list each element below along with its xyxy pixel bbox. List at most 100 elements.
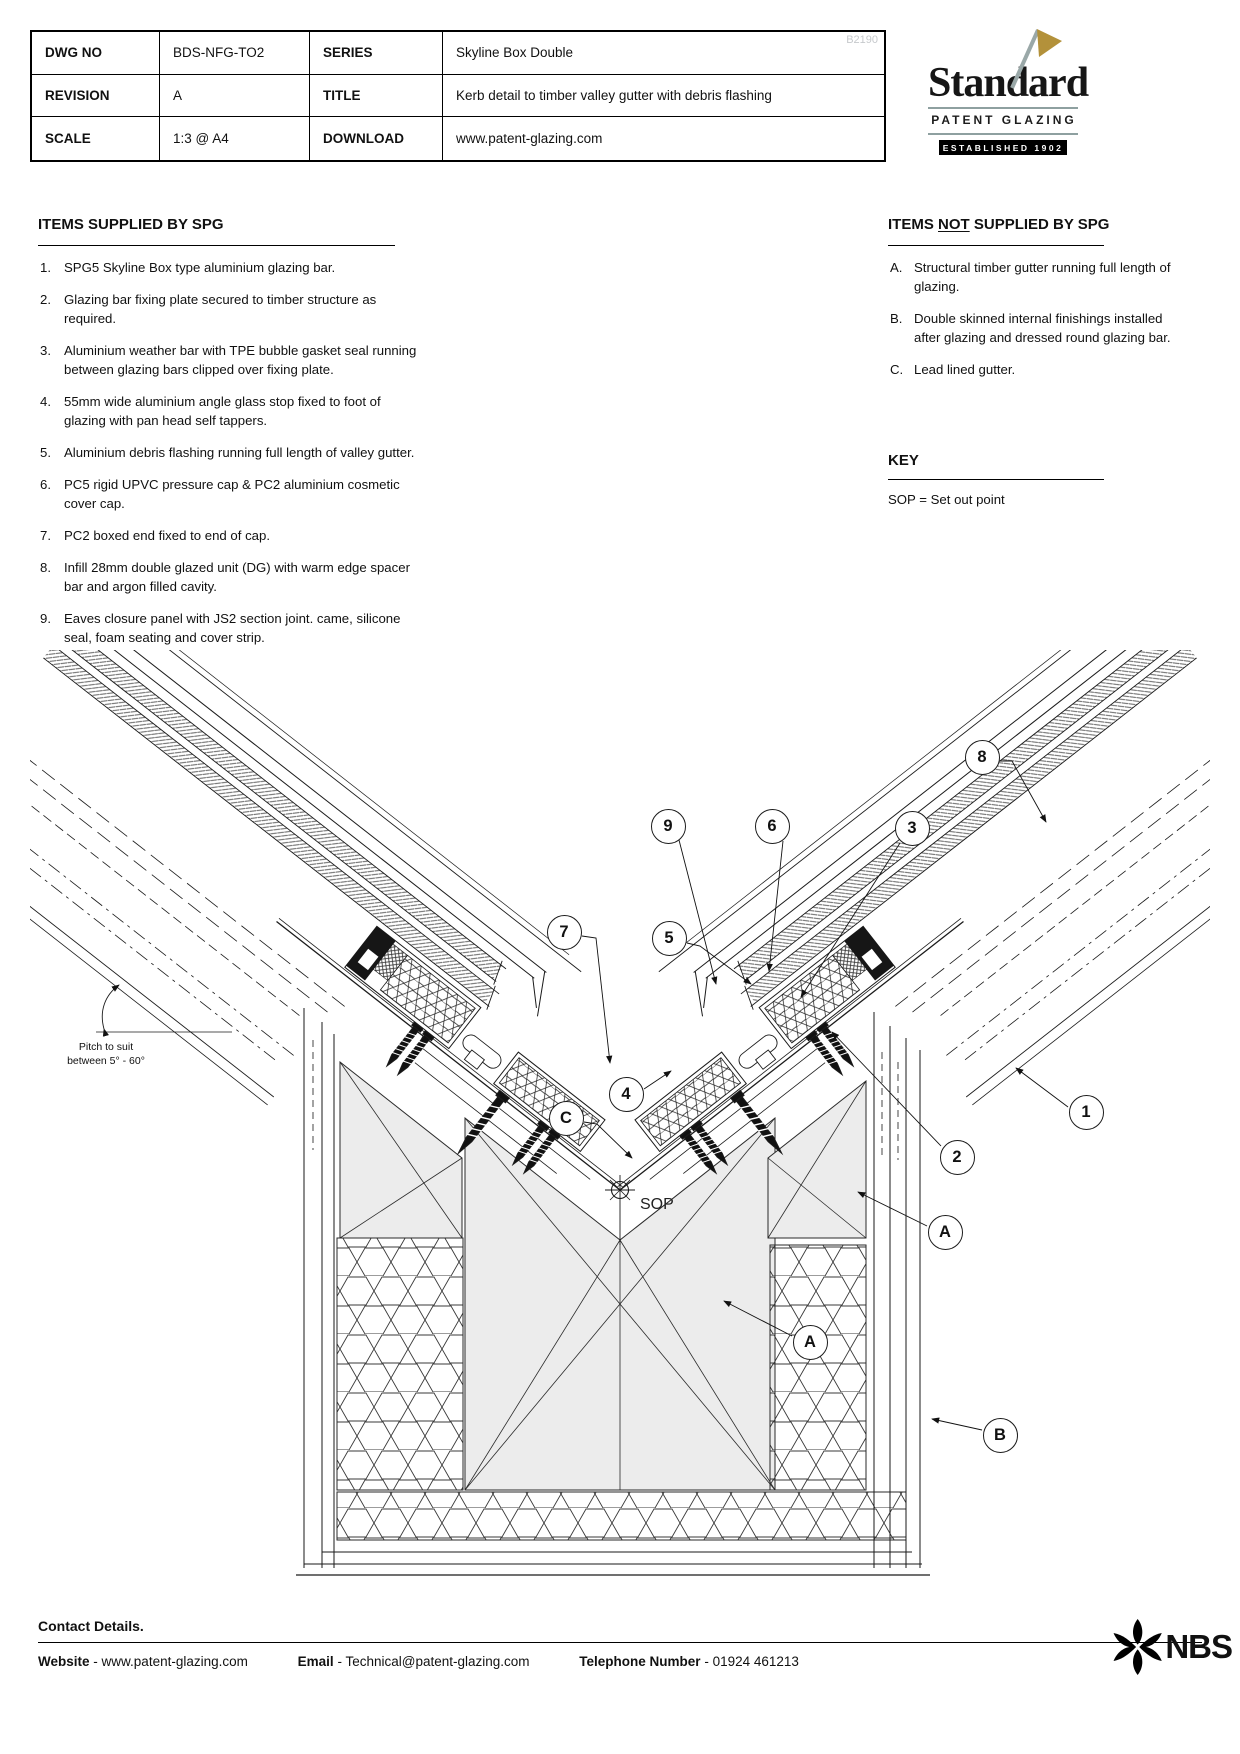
callout-9: 9 bbox=[650, 808, 686, 844]
dwg-no-label: DWG NO bbox=[32, 32, 160, 75]
nbs-logo: NBS bbox=[1112, 1608, 1233, 1686]
phone-number: 01924 461213 bbox=[712, 1654, 799, 1669]
item-number: 3. bbox=[40, 343, 51, 358]
dwg-no-value: BDS-NFG-TO2 bbox=[160, 32, 310, 75]
heading-not: NOT bbox=[938, 216, 970, 233]
callout-leaders bbox=[581, 760, 1069, 1431]
scale-label: SCALE bbox=[32, 117, 160, 160]
callout-B: B bbox=[982, 1417, 1018, 1453]
callout-5: 5 bbox=[651, 920, 687, 956]
key-heading: KEY bbox=[888, 452, 919, 469]
callout-8: 8 bbox=[964, 739, 1000, 775]
item-number: 6. bbox=[40, 477, 51, 492]
item-letter: B. bbox=[890, 311, 903, 326]
contact-info: Website - www.patent-glazing.com Email -… bbox=[38, 1654, 1118, 1669]
supplied-heading: ITEMS SUPPLIED BY SPG bbox=[38, 216, 224, 233]
contact-heading: Contact Details. bbox=[38, 1618, 144, 1634]
revision-value: A bbox=[160, 74, 310, 118]
supplied-list-item: 2. Glazing bar fixing plate secured to t… bbox=[40, 290, 418, 328]
right-glazing-slope bbox=[525, 650, 1210, 1308]
download-label: DOWNLOAD bbox=[310, 117, 443, 160]
title-label: TITLE bbox=[310, 74, 443, 118]
not-supplied-list: A. Structural timber gutter running full… bbox=[890, 258, 1190, 392]
heading-pre: ITEMS bbox=[888, 216, 939, 233]
item-text: Double skinned internal finishings insta… bbox=[914, 311, 1171, 345]
logo-established-badge: ESTABLISHED 1902 bbox=[939, 140, 1067, 155]
callout-7: 7 bbox=[546, 914, 582, 950]
callout-6: 6 bbox=[754, 808, 790, 844]
sop-marker bbox=[605, 1175, 635, 1245]
not-supplied-heading-rule bbox=[888, 245, 1104, 246]
company-logo: Standard PATENT GLAZING ESTABLISHED 1902 bbox=[928, 24, 1089, 155]
item-letter: A. bbox=[890, 260, 903, 275]
nbs-flower-icon bbox=[1113, 1619, 1162, 1675]
callout-C: C bbox=[548, 1100, 584, 1136]
scale-value: 1:3 @ A4 bbox=[160, 117, 310, 160]
callout-1: 1 bbox=[1068, 1094, 1104, 1130]
item-letter: C. bbox=[890, 362, 904, 377]
website-label: Website bbox=[38, 1654, 90, 1669]
item-text: Aluminium debris flashing running full l… bbox=[64, 445, 415, 460]
series-value: Skyline Box Double bbox=[443, 32, 884, 75]
separator: - bbox=[704, 1654, 709, 1669]
timber-gutter-structure bbox=[296, 1008, 930, 1576]
supplied-list-item: 6. PC5 rigid UPVC pressure cap & PC2 alu… bbox=[40, 475, 418, 513]
website-link[interactable]: www.patent-glazing.com bbox=[101, 1654, 248, 1669]
item-text: Structural timber gutter running full le… bbox=[914, 260, 1171, 294]
email-link[interactable]: Technical@patent-glazing.com bbox=[345, 1654, 530, 1669]
not-supplied-list-item: A. Structural timber gutter running full… bbox=[890, 258, 1190, 296]
supplied-list-item: 1. SPG5 Skyline Box type aluminium glazi… bbox=[40, 258, 418, 277]
item-text: Aluminium weather bar with TPE bubble ga… bbox=[64, 343, 417, 377]
callout-4: 4 bbox=[608, 1076, 644, 1112]
not-supplied-list-item: B. Double skinned internal finishings in… bbox=[890, 309, 1190, 347]
title-value: Kerb detail to timber valley gutter with… bbox=[443, 75, 884, 118]
pitch-note-line1: Pitch to suit bbox=[78, 1041, 134, 1053]
item-number: 1. bbox=[40, 260, 51, 275]
not-supplied-list-item: C. Lead lined gutter. bbox=[890, 360, 1190, 379]
supplied-list-item: 7. PC2 boxed end fixed to end of cap. bbox=[40, 526, 418, 545]
title-block-table: DWG NO BDS-NFG-TO2 SERIES Skyline Box Do… bbox=[30, 30, 886, 162]
supplied-heading-rule bbox=[38, 245, 395, 246]
heading-post: SUPPLIED BY SPG bbox=[969, 216, 1110, 233]
logo-subtitle: PATENT GLAZING bbox=[931, 113, 1077, 127]
supplied-list-item: 4. 55mm wide aluminium angle glass stop … bbox=[40, 392, 418, 430]
callout-2: 2 bbox=[939, 1139, 975, 1175]
item-text: PC2 boxed end fixed to end of cap. bbox=[64, 528, 271, 543]
sheet-watermark: B2190 bbox=[846, 34, 878, 46]
callout-3: 3 bbox=[894, 810, 930, 846]
supplied-list-item: 9. Eaves closure panel with JS2 section … bbox=[40, 609, 418, 647]
item-text: 55mm wide aluminium angle glass stop fix… bbox=[64, 394, 381, 428]
valley-gutter-section-drawing bbox=[30, 650, 1210, 1576]
item-text: SPG5 Skyline Box type aluminium glazing … bbox=[64, 260, 336, 275]
item-number: 5. bbox=[40, 445, 51, 460]
item-number: 7. bbox=[40, 528, 51, 543]
item-text: Glazing bar fixing plate secured to timb… bbox=[64, 292, 377, 326]
item-number: 2. bbox=[40, 292, 51, 307]
separator: - bbox=[337, 1654, 342, 1669]
logo-rule-top bbox=[928, 107, 1078, 109]
email-label: Email bbox=[297, 1654, 334, 1669]
series-label: SERIES bbox=[310, 32, 443, 75]
key-heading-rule bbox=[888, 479, 1104, 480]
download-value[interactable]: www.patent-glazing.com bbox=[456, 131, 603, 147]
pitch-annotation bbox=[96, 984, 232, 1037]
callout-A: A bbox=[927, 1214, 963, 1250]
callout-A: A bbox=[792, 1324, 828, 1360]
not-supplied-heading: ITEMS NOT SUPPLIED BY SPG bbox=[888, 216, 1109, 233]
flag-icon bbox=[1010, 29, 1062, 89]
contact-rule bbox=[38, 1642, 1202, 1643]
item-text: Infill 28mm double glazed unit (DG) with… bbox=[64, 560, 410, 594]
pitch-note-line2: between 5° - 60° bbox=[67, 1055, 145, 1067]
separator: - bbox=[93, 1654, 98, 1669]
item-text: PC5 rigid UPVC pressure cap & PC2 alumin… bbox=[64, 477, 400, 511]
supplied-list-item: 8. Infill 28mm double glazed unit (DG) w… bbox=[40, 558, 418, 596]
supplied-list: 1. SPG5 Skyline Box type aluminium glazi… bbox=[40, 258, 418, 660]
phone-label: Telephone Number bbox=[579, 1654, 701, 1669]
item-number: 4. bbox=[40, 394, 51, 409]
logo-rule-bottom bbox=[928, 133, 1078, 135]
item-text: Eaves closure panel with JS2 section joi… bbox=[64, 611, 401, 645]
item-number: 9. bbox=[40, 611, 51, 626]
key-note: SOP = Set out point bbox=[888, 492, 1005, 507]
revision-label: REVISION bbox=[32, 74, 160, 118]
